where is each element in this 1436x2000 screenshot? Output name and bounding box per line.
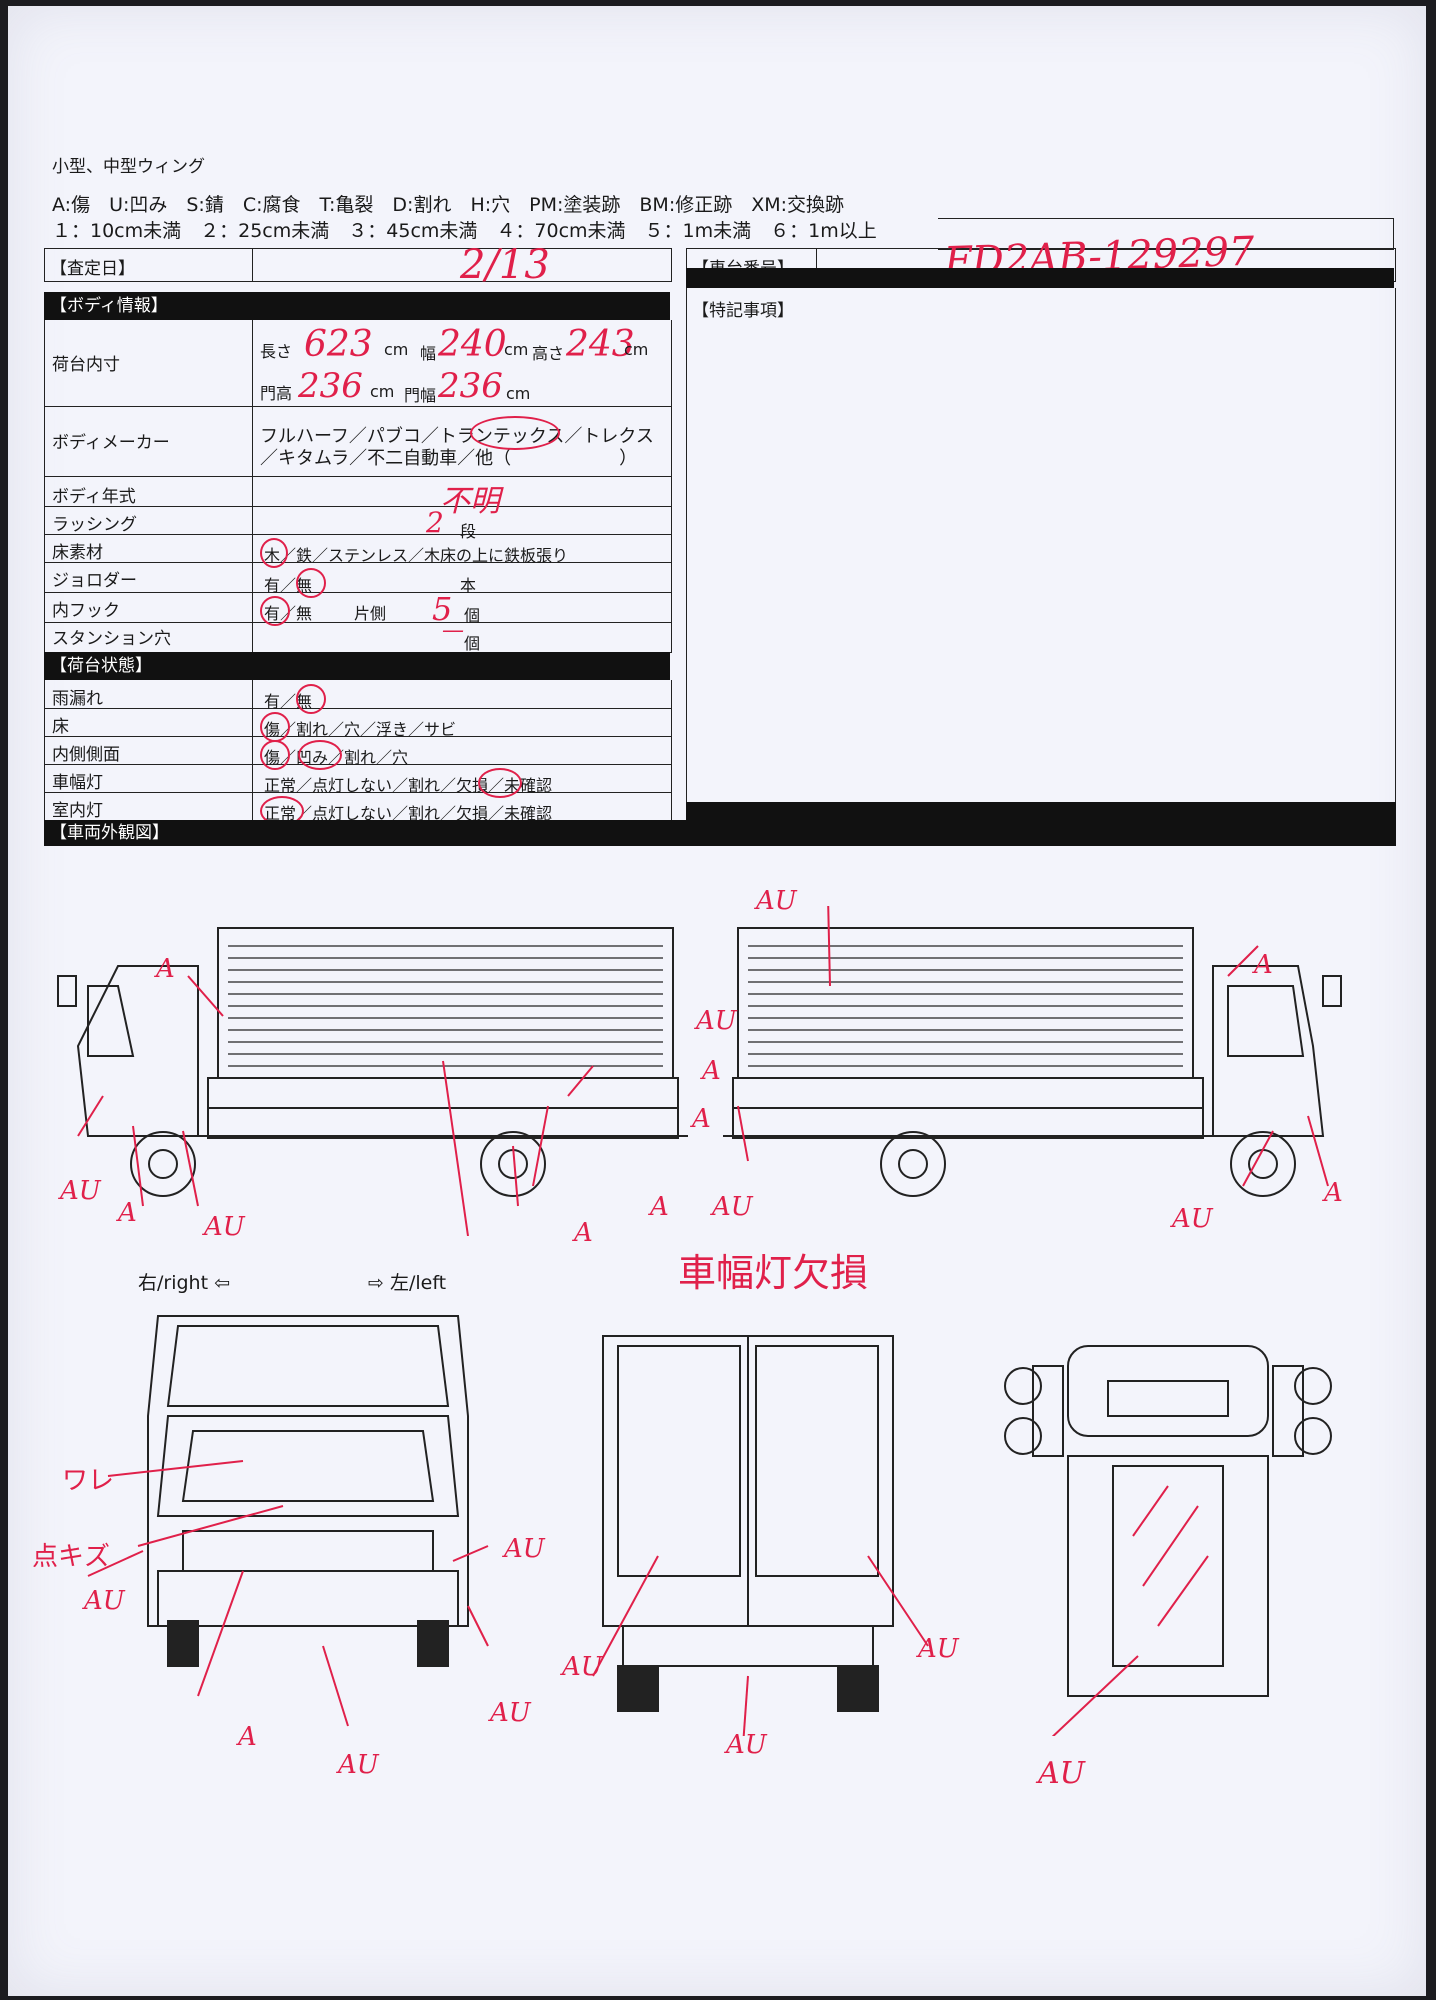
- cargo-floor-circle: [260, 712, 290, 742]
- mark-a-3: A: [574, 1218, 593, 1248]
- jorder-circle: [296, 568, 326, 598]
- door-height-value: 236: [298, 366, 363, 406]
- left-wing-ribs: [228, 945, 663, 1067]
- height-label: 高さ: [532, 344, 565, 363]
- cargo-inner-label: 荷台内寸: [52, 355, 120, 375]
- width-value: 240: [438, 324, 507, 365]
- body-maker-circle: [470, 416, 560, 450]
- mark-a-5: A: [692, 1104, 711, 1134]
- body-maker-label: ボディメーカー: [52, 433, 170, 453]
- damage-legend: A:傷 U:凹み S:錆 C:腐食 T:亀裂 D:割れ H:穴 PM:塗装跡 B…: [52, 194, 845, 216]
- body-info-header: 【ボディ情報】: [44, 292, 670, 320]
- side-views-drawing: [57, 906, 1342, 1236]
- stanchion-hole-label: スタンション穴: [52, 629, 171, 649]
- door-width-unit: cm: [506, 384, 531, 403]
- room-lamp-options: 正常／点灯しない／割れ／欠損／未確認: [264, 804, 553, 823]
- lashing-label: ラッシング: [52, 515, 137, 535]
- inner-hook-side: 片側: [354, 604, 387, 623]
- marker-lamp-label: 車幅灯: [52, 773, 103, 793]
- floor-material-options: 木／鉄／ステンレス／木床の上に鉄板張り: [264, 546, 569, 565]
- inner-side-circle-scratch: [260, 740, 290, 770]
- marker-missing-note: 車幅灯欠損: [678, 1251, 869, 1295]
- inner-side-label: 内側側面: [52, 745, 120, 765]
- lashing-unit: 段: [460, 522, 477, 541]
- mark-au-1: AU: [60, 1176, 101, 1206]
- jorder-label: ジョロダー: [52, 571, 137, 591]
- mark-au-8: AU: [504, 1534, 545, 1564]
- stanchion-hole-unit: 個: [464, 634, 481, 653]
- size-legend: １：10cm未満 ２：25cm未満 ３：45cm未満 ４：70cm未満 ５：1m…: [52, 220, 877, 242]
- mark-a-6: A: [702, 1056, 721, 1086]
- rain-leak-circle: [296, 684, 326, 714]
- mark-au-14: AU: [1038, 1756, 1085, 1791]
- mark-au-9: AU: [490, 1698, 531, 1728]
- mark-a-7: A: [1254, 950, 1273, 980]
- inspection-date-box: [44, 248, 672, 282]
- door-width-label: 門幅: [404, 386, 437, 405]
- floor-material-circle: [260, 538, 288, 568]
- length-label: 長さ: [260, 342, 293, 361]
- special-notes-header: 【特記事項】: [692, 301, 794, 321]
- mark-au-3: AU: [696, 1006, 737, 1036]
- mark-a-8: A: [1324, 1178, 1343, 1208]
- door-width-value: 236: [438, 366, 503, 406]
- mark-au-12: AU: [918, 1634, 959, 1664]
- mark-au-11: AU: [562, 1652, 603, 1682]
- mark-au-13: AU: [726, 1730, 767, 1760]
- inner-hook-circle: [260, 596, 290, 626]
- crack-note: ワレ: [62, 1466, 115, 1496]
- door-height-unit: cm: [370, 382, 395, 401]
- mark-au-6: AU: [1172, 1204, 1213, 1234]
- floor-material-label: 床素材: [52, 543, 103, 563]
- special-notes-box: [686, 288, 1396, 803]
- jorder-unit: 本: [460, 576, 477, 595]
- mark-au-4: AU: [756, 886, 797, 916]
- length-value: 623: [304, 324, 373, 365]
- body-year-value: 不明: [440, 484, 500, 519]
- mark-a-4: A: [650, 1192, 669, 1222]
- width-unit: cm: [504, 340, 529, 359]
- inner-hook-value: 5: [432, 590, 453, 628]
- rain-leak-label: 雨漏れ: [52, 689, 103, 709]
- marker-lamp-circle: [478, 768, 522, 798]
- front-rear-top-views-drawing: [87, 1315, 1332, 1736]
- exterior-header: 【車両外観図】: [44, 820, 1396, 846]
- mark-au-10: AU: [338, 1750, 379, 1780]
- length-unit: cm: [384, 340, 409, 359]
- legend-frame: [938, 218, 1394, 250]
- stanchion-hole-value: —: [442, 618, 464, 643]
- mark-a-1: A: [156, 954, 175, 984]
- inner-hook-label: 内フック: [52, 601, 120, 621]
- cargo-floor-label: 床: [52, 717, 69, 737]
- door-height-label: 門高: [260, 384, 293, 403]
- body-year-label: ボディ年式: [52, 487, 136, 507]
- cargo-state-header: 【荷台状態】: [44, 652, 670, 680]
- width-label: 幅: [420, 344, 437, 363]
- cargo-floor-options: 傷／割れ／穴／浮き／サビ: [264, 720, 457, 739]
- chip-note: 点キズ: [32, 1542, 111, 1572]
- mark-au-5: AU: [712, 1192, 753, 1222]
- height-unit: cm: [624, 340, 649, 359]
- inner-hook-unit: 個: [464, 606, 481, 625]
- right-direction-label: 右/right ⇦: [138, 1272, 231, 1294]
- inspection-sheet: 小型、中型ウィング A:傷 U:凹み S:錆 C:腐食 T:亀裂 D:割れ H:…: [8, 6, 1426, 1996]
- inspection-date-value: 2/13: [460, 242, 550, 288]
- mark-a-9: A: [238, 1722, 257, 1752]
- lashing-value: 2: [426, 506, 444, 539]
- sheet-type-title: 小型、中型ウィング: [52, 157, 205, 177]
- inspection-date-label: 【査定日】: [50, 259, 135, 279]
- room-lamp-label: 室内灯: [52, 801, 103, 821]
- left-direction-label: ⇨ 左/left: [368, 1272, 447, 1294]
- inner-side-circle-dent: [298, 740, 342, 770]
- height-value: 243: [566, 324, 635, 365]
- mark-au-7: AU: [84, 1586, 125, 1616]
- mark-a-2: A: [118, 1198, 137, 1228]
- mark-au-2: AU: [204, 1212, 245, 1242]
- body-maker-options-2: ／キタムラ／不二自動車／他（ ）: [260, 448, 638, 469]
